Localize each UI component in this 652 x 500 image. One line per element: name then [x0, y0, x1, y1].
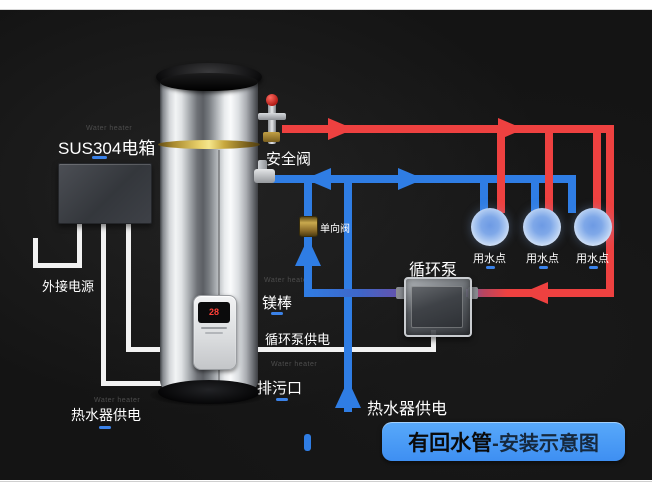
diagram-canvas: Water heater Water heater Water heater W… — [0, 10, 652, 480]
pump-window — [411, 286, 463, 328]
flow-arrow-right-icon — [398, 168, 424, 190]
top-white-bar — [0, 0, 652, 10]
pump-power-wire — [126, 220, 131, 352]
safety-valve-icon — [268, 100, 276, 144]
heater-power-wire — [101, 381, 162, 386]
panel-buttons — [205, 332, 223, 334]
pump-power-wire — [126, 347, 436, 352]
electrical-box — [58, 163, 152, 224]
cold-water-pipe-drop-1 — [480, 179, 488, 213]
hot-water-pipe-drop-2 — [545, 129, 553, 213]
label-dash — [99, 426, 111, 429]
flow-arrow-left-icon — [522, 282, 548, 304]
flow-arrow-right-icon — [498, 118, 524, 140]
inlet-fitting-icon — [254, 169, 275, 183]
water-point-label: 用水点 — [526, 253, 559, 265]
hot-water-pipe-drop-3 — [593, 129, 601, 213]
safety-valve-icon — [258, 113, 286, 120]
water-point-label: 用水点 — [576, 253, 609, 265]
heater-power-bottom-label: 热水器供电 — [367, 401, 448, 418]
water-point-circle — [471, 208, 509, 246]
watermark-text: Water heater — [264, 277, 311, 284]
circulation-pump — [404, 277, 472, 337]
external-power-wire — [33, 263, 82, 268]
magnesium-rod-label: 镁棒 — [262, 295, 293, 312]
check-valve-label: 单向阀 — [320, 224, 350, 235]
hot-water-pipe-main — [282, 125, 614, 133]
pump-outlet-pipe — [304, 289, 406, 297]
tank-cap-rim — [160, 73, 258, 91]
label-dash — [92, 156, 107, 159]
hot-water-pipe-right-drop — [606, 125, 614, 297]
pump-port — [396, 287, 406, 299]
label-dash — [539, 266, 548, 269]
water-point-circle — [574, 208, 612, 246]
badge-suffix-text: -安装示意图 — [492, 433, 599, 455]
label-dash — [486, 266, 495, 269]
watermark-text: Water heater — [86, 125, 133, 132]
water-point-circle — [523, 208, 561, 246]
safety-valve-icon — [263, 132, 280, 142]
bottom-white-bar — [0, 481, 652, 500]
watermark-text: Water heater — [271, 361, 318, 368]
flow-arrow-up-icon — [295, 238, 321, 266]
pump-power-label: 循环泵供电 — [265, 332, 331, 347]
drain-pipe-mark — [304, 434, 311, 451]
heater-power-wire — [101, 220, 106, 386]
water-point-label: 用水点 — [473, 253, 506, 265]
flow-arrow-right-icon — [328, 118, 354, 140]
watermark-text: Water heater — [94, 397, 141, 404]
pump-label: 循环泵 — [409, 262, 458, 279]
badge-bold-text: 有回水管 — [408, 431, 493, 455]
heater-power-left-label: 热水器供电 — [71, 407, 141, 423]
safety-valve-knob-icon — [266, 94, 278, 106]
gold-ring — [158, 140, 260, 149]
label-dash — [271, 312, 283, 315]
tank-base — [158, 380, 260, 404]
check-valve-icon — [299, 216, 318, 237]
external-power-wire — [77, 220, 82, 268]
control-box-label: SUS304电箱 — [58, 139, 156, 158]
flow-arrow-left-icon — [305, 168, 331, 190]
cold-water-pipe-drop-2 — [531, 179, 539, 213]
inlet-fitting-icon — [258, 160, 267, 171]
panel-display: 28 — [198, 302, 230, 323]
tank-seam — [218, 150, 220, 388]
panel-buttons — [201, 327, 227, 329]
safety-valve-label: 安全阀 — [266, 151, 312, 168]
external-power-wire — [33, 238, 38, 268]
external-power-label: 外接电源 — [42, 279, 95, 294]
hot-water-pipe-drop-1 — [497, 129, 505, 213]
label-dash — [589, 266, 598, 269]
pump-port — [468, 287, 478, 299]
title-badge: 有回水管-安装示意图 — [382, 422, 625, 461]
cold-water-pipe-drop-3 — [568, 175, 576, 213]
pump-power-wire — [431, 330, 436, 352]
drain-outlet-label: 排污口 — [257, 380, 303, 397]
flow-arrow-up-icon — [335, 380, 361, 408]
label-dash — [276, 398, 288, 401]
